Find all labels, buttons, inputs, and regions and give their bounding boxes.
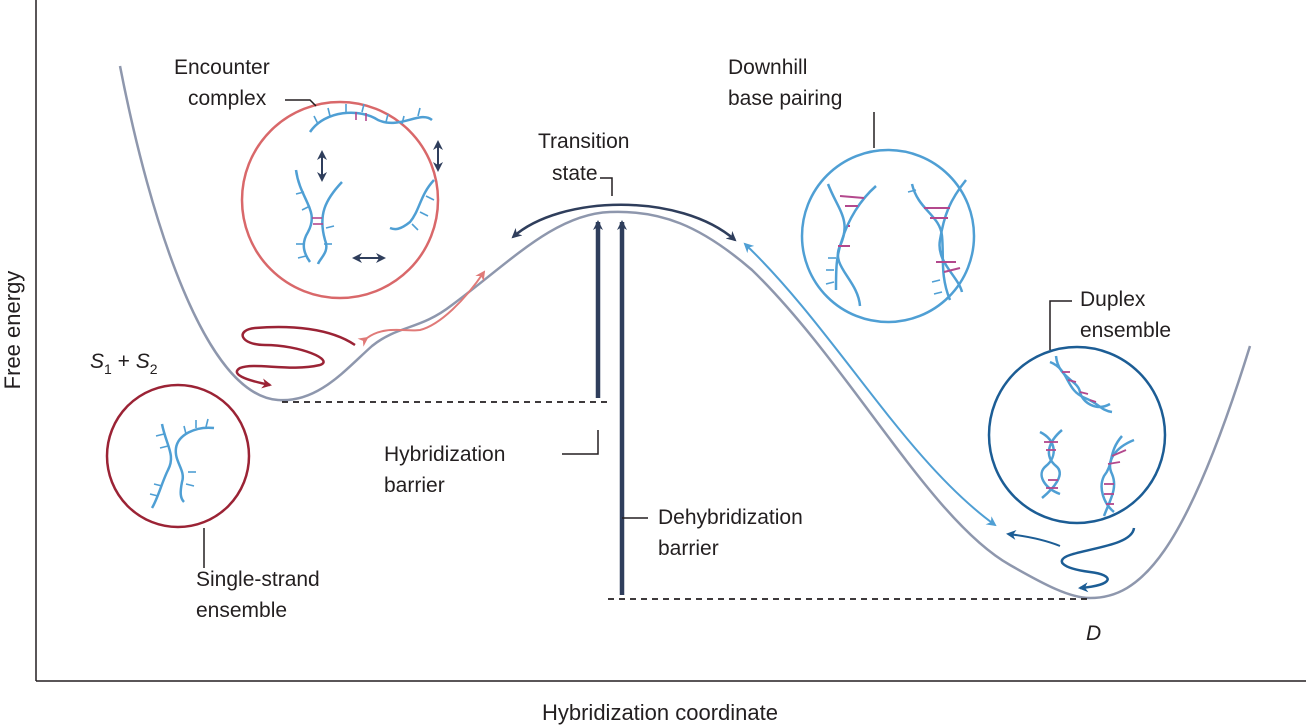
encounter-complex-label: Encounter complex bbox=[174, 56, 276, 110]
downhill-base-pairing-label: Downhill base pairing bbox=[728, 56, 842, 110]
single-strand-ensemble-label: Single-strand ensemble bbox=[196, 568, 326, 622]
leader-lines bbox=[203, 99, 1072, 568]
encounter-complex-group bbox=[240, 100, 443, 300]
duplex-fluctuation-arrow bbox=[1060, 527, 1136, 593]
encounter-leader bbox=[285, 99, 317, 107]
encounter-strand-top bbox=[308, 111, 433, 133]
duplex-base-pairs bbox=[1044, 371, 1127, 505]
single-strand-fluctuation-arrow bbox=[235, 325, 356, 389]
downhill-base-pairing-group bbox=[800, 148, 976, 324]
hybridization-barrier-label: Hybridization barrier bbox=[384, 443, 511, 497]
hybridization-leader bbox=[562, 430, 599, 455]
duplex-state-label: D bbox=[1086, 622, 1101, 645]
downhill-base-ticks bbox=[825, 189, 943, 295]
downhill-strand-2a bbox=[910, 183, 952, 301]
duplex-circle bbox=[987, 345, 1167, 525]
duplex-helix-right-a bbox=[1102, 438, 1135, 517]
single-strand-strand-1 bbox=[150, 423, 173, 509]
single-strand-circle bbox=[105, 383, 251, 529]
duplex-helix-left-a bbox=[1039, 430, 1061, 496]
encounter-reversible-arrow bbox=[357, 270, 486, 347]
downhill-reversible-arrow bbox=[743, 242, 997, 527]
duplex-leader bbox=[1049, 300, 1072, 350]
single-strand-strand-2 bbox=[174, 426, 215, 503]
encounter-base-pairs bbox=[312, 112, 367, 225]
encounter-base-ticks bbox=[295, 103, 435, 259]
downhill-strand-2b bbox=[938, 179, 967, 293]
single-strand-base-ticks bbox=[149, 418, 209, 497]
encounter-strand-right bbox=[389, 179, 435, 231]
free-energy-curve bbox=[118, 65, 1252, 600]
y-axis-label: Free energy bbox=[0, 271, 25, 390]
x-axis-label: Hybridization coordinate bbox=[542, 700, 778, 725]
single-strand-ensemble-group bbox=[105, 383, 251, 529]
transition-state-label: Transition state bbox=[538, 130, 635, 185]
downhill-base-pairs bbox=[838, 195, 961, 273]
duplex-ensemble-label: Duplex ensemble bbox=[1080, 288, 1171, 342]
encounter-strand-left bbox=[294, 169, 314, 263]
transition-state-arrow bbox=[511, 203, 737, 242]
duplex-ensemble-group bbox=[987, 345, 1167, 525]
duplex-entry-arrow bbox=[1006, 529, 1061, 547]
transition-leader bbox=[600, 177, 613, 196]
encounter-strand-mid bbox=[316, 181, 343, 265]
downhill-circle bbox=[800, 148, 976, 324]
s1-s2-label: S1 + S2 bbox=[90, 350, 158, 377]
dehybridization-barrier-label: Dehybridization barrier bbox=[658, 506, 809, 560]
encounter-complex-circle bbox=[240, 100, 440, 300]
